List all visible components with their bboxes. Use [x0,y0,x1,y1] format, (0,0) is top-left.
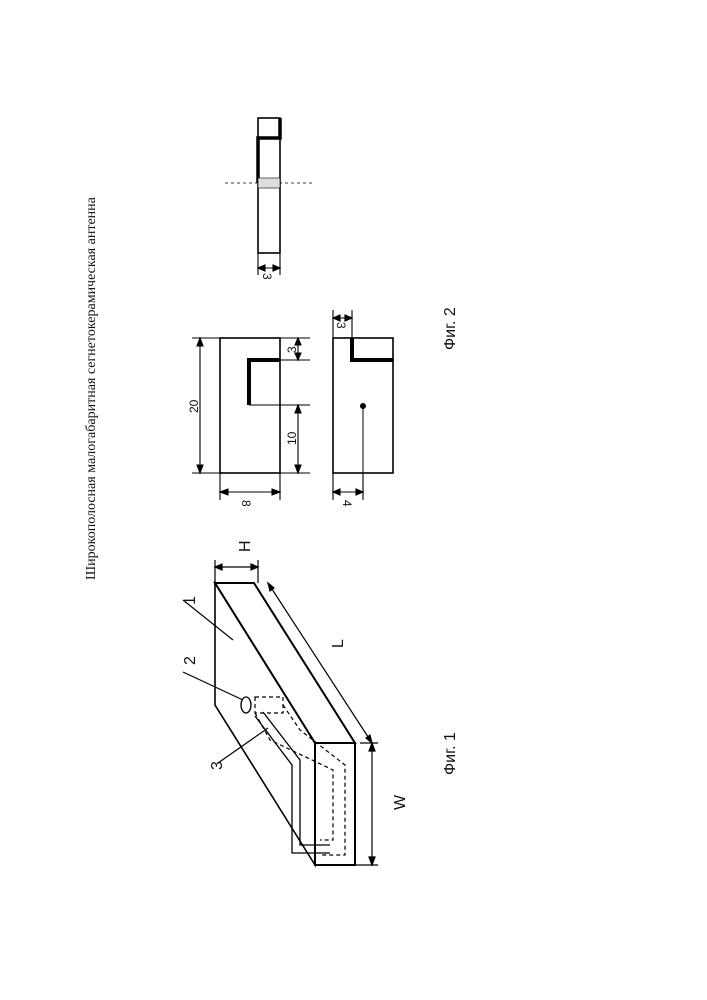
dim-8: 8 [239,500,253,507]
conductor-strip [263,712,330,845]
leader-1 [183,600,233,640]
fig2-caption: Фиг. 2 [442,307,459,350]
block-end-face [315,743,355,865]
label-part-2: 2 [182,656,199,665]
dim-20: 20 [187,399,201,413]
figure-2-side-view [225,118,315,253]
feed-point [360,403,366,409]
leader-2 [183,672,243,700]
label-part-1: 1 [182,596,199,605]
label-W: W [392,794,409,810]
dim-3-bottom: 3 [334,322,348,329]
figure-1 [215,583,355,865]
label-part-3: 3 [209,761,226,770]
label-H: H [237,540,254,552]
leader-3 [218,728,268,763]
dim-4: 4 [340,500,354,507]
fig2-dimensions [192,253,363,500]
dim-3-side: 3 [260,273,274,280]
dim-10: 10 [285,431,299,445]
label-L: L [330,639,347,648]
block-top-face [215,583,355,743]
dim-3-top: 3 [285,346,299,353]
document-title: Широкополосная малогабаритная сегнетокер… [84,196,99,580]
fig1-caption: Фиг. 1 [442,732,459,775]
